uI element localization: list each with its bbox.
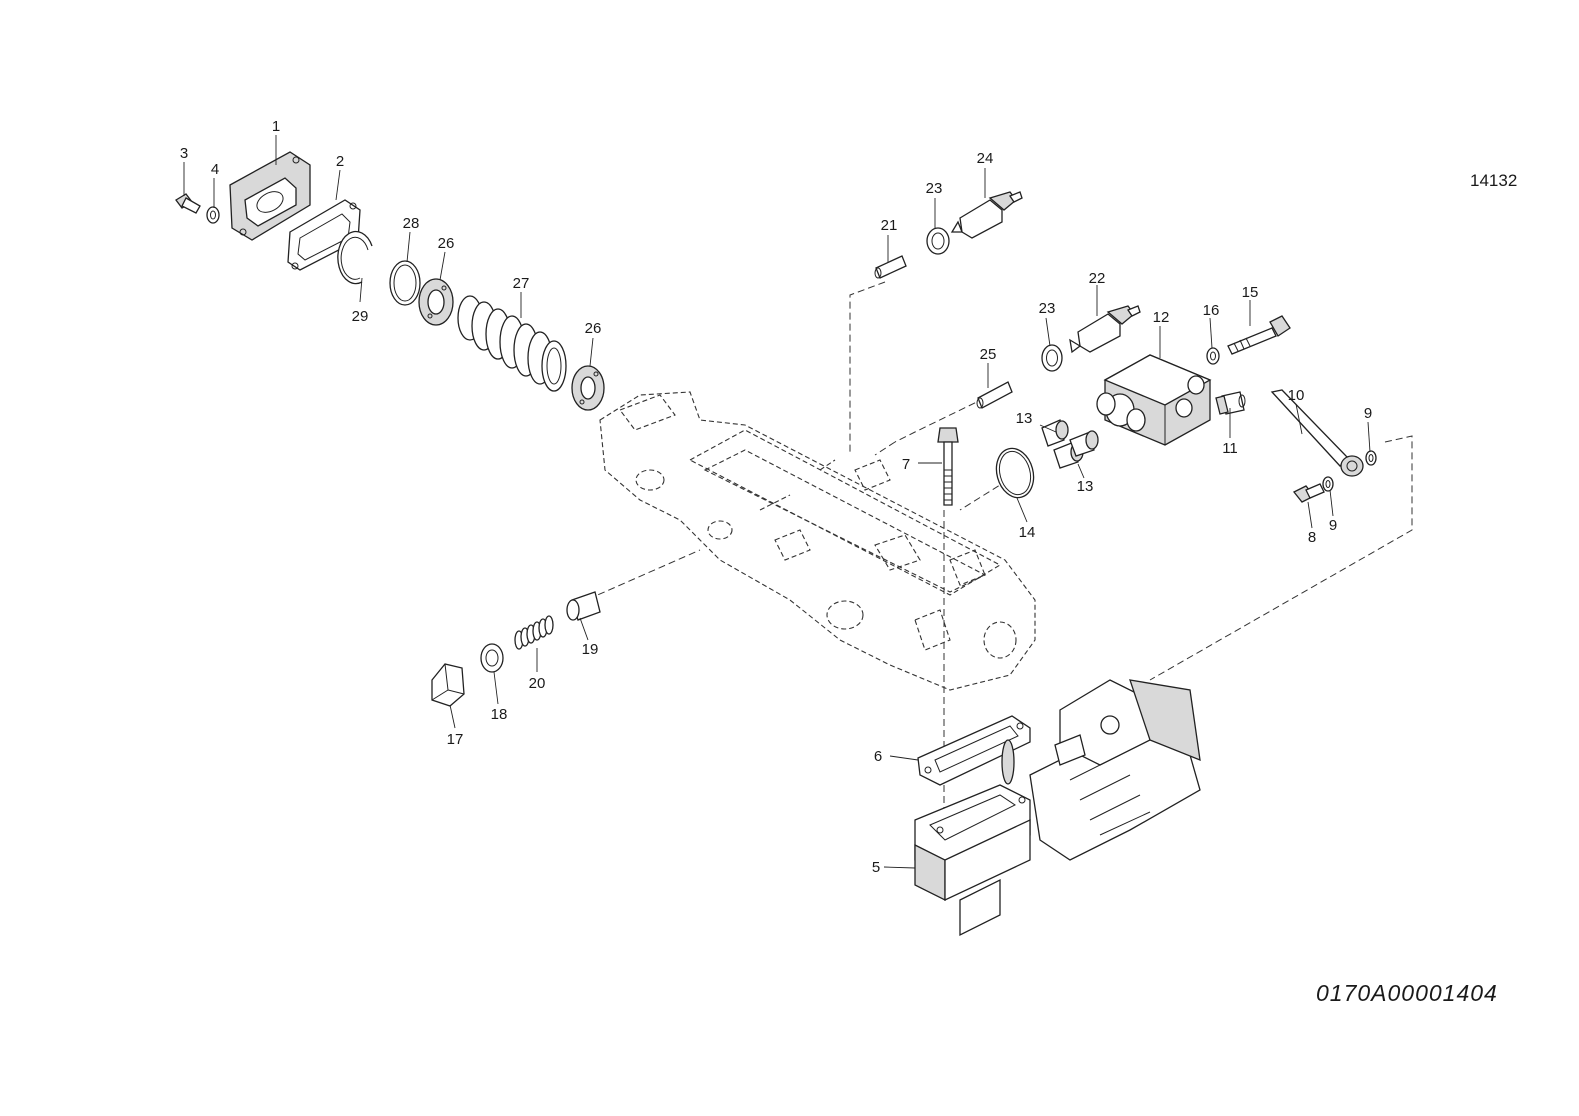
callout-26-lower: 26 — [585, 320, 602, 337]
part-9-washers — [1322, 450, 1377, 492]
callout-10: 10 — [1288, 387, 1305, 404]
part-20-small-spring — [514, 615, 554, 650]
part-7-bolt — [937, 427, 959, 506]
callout-19: 19 — [582, 641, 599, 658]
callout-20: 20 — [529, 675, 546, 692]
part-4-washer — [206, 206, 220, 224]
drawing-id: 0170A00001404 — [1316, 980, 1498, 1006]
callout-6: 6 — [874, 748, 882, 765]
callout-25: 25 — [980, 346, 997, 363]
callout-12: 12 — [1153, 309, 1170, 326]
callout-14: 14 — [1019, 524, 1036, 541]
part-19-valve-plunger — [566, 591, 601, 621]
callout-3: 3 — [180, 145, 188, 162]
part-22-switch — [1069, 305, 1141, 354]
part-26-spring-seat-upper — [418, 278, 454, 326]
callout-8: 8 — [1308, 529, 1316, 546]
callout-29: 29 — [352, 308, 369, 325]
part-26-spring-seat-lower — [571, 365, 605, 411]
part-29-snap-ring — [337, 230, 373, 285]
part-5-control-valve-assembly — [914, 679, 1201, 937]
callout-7: 7 — [902, 456, 910, 473]
callout-27: 27 — [513, 275, 530, 292]
part-28-ring — [389, 260, 421, 306]
callout-13-lower: 13 — [1077, 478, 1094, 495]
callout-13-upper: 13 — [1016, 410, 1033, 427]
callout-16: 16 — [1203, 302, 1220, 319]
callout-23-upper: 23 — [926, 180, 943, 197]
part-12-valve-block — [1096, 354, 1212, 446]
part-8-screw — [1292, 483, 1325, 503]
part-15-bolt — [1227, 315, 1291, 355]
part-17-plug — [431, 663, 465, 707]
callout-28: 28 — [403, 215, 420, 232]
callout-11: 11 — [1222, 440, 1238, 457]
callout-5: 5 — [872, 859, 880, 876]
part-18-seal-ring — [480, 643, 504, 673]
callout-18: 18 — [491, 706, 508, 723]
part-27-spring — [457, 295, 567, 392]
callout-15: 15 — [1242, 284, 1259, 301]
part-10-long-bolt — [1270, 389, 1364, 477]
part-14-o-ring — [995, 447, 1035, 499]
callout-24: 24 — [977, 150, 994, 167]
part-24-switch — [950, 191, 1023, 239]
callout-2: 2 — [336, 153, 344, 170]
part-3-screw — [175, 193, 201, 214]
callout-labels: 1 2 3 4 5 6 7 8 9 9 10 11 12 13 13 14 15… — [180, 118, 1372, 876]
ghost-valve-housing — [599, 391, 1036, 691]
callout-21: 21 — [881, 217, 898, 234]
part-23-seal-ring-lower — [1041, 344, 1063, 372]
part-16-washer — [1206, 347, 1220, 365]
part-6-gasket — [917, 715, 1031, 786]
callout-9-lower: 9 — [1329, 517, 1337, 534]
callout-22: 22 — [1089, 270, 1106, 287]
leader-lines — [183, 135, 1371, 869]
part-21-pin — [874, 255, 907, 279]
callout-23-lower: 23 — [1039, 300, 1056, 317]
part-11-fitting — [1215, 391, 1246, 415]
part-1-cover-plate — [229, 151, 311, 241]
callout-17: 17 — [447, 731, 464, 748]
part-13-plugs — [1041, 419, 1099, 469]
callout-9-upper: 9 — [1364, 405, 1372, 422]
part-23-seal-ring-upper — [926, 227, 950, 255]
drawing-reference-number: 14132 — [1470, 171, 1518, 190]
callout-4: 4 — [211, 161, 219, 178]
callout-1: 1 — [272, 118, 280, 135]
callout-26-upper: 26 — [438, 235, 455, 252]
part-25-pin — [976, 381, 1013, 409]
